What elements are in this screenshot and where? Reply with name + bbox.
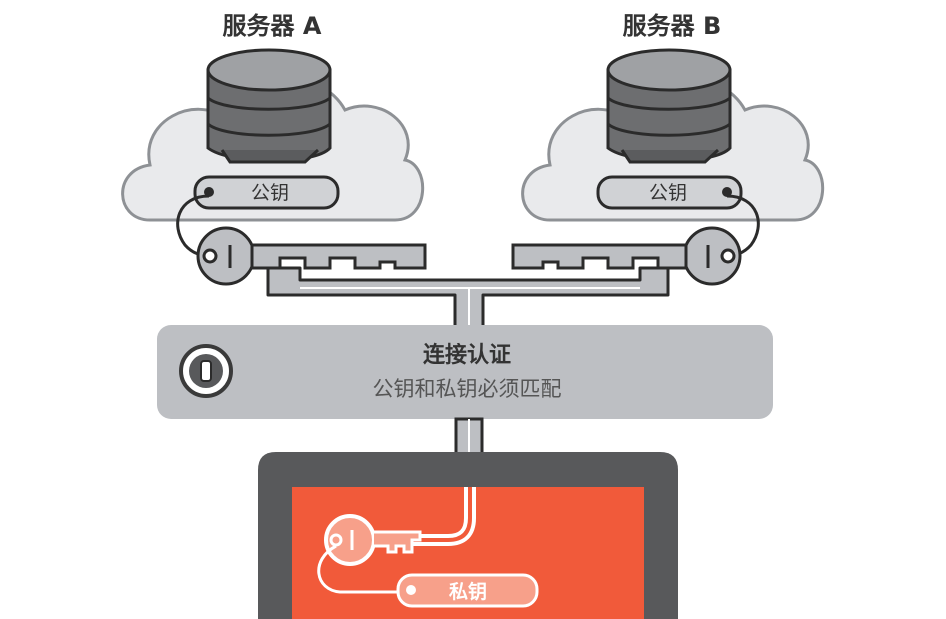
server-a-key-label: 公钥 [251, 182, 289, 204]
private-key-lanyard [317, 544, 398, 594]
private-key-tag: 私钥 [396, 573, 539, 608]
private-key-icon [324, 514, 422, 566]
server-b-public-key-tag: 公钥 [596, 175, 743, 210]
lock-icon [179, 344, 233, 398]
auth-panel: 连接认证 公钥和私钥必须匹配 [157, 325, 773, 419]
client-cable [454, 417, 484, 456]
server-b-title: 服务器 B [623, 12, 722, 40]
server-a-public-key-tag: 公钥 [193, 175, 340, 210]
server-b-key-icon [511, 226, 742, 286]
auth-subtitle: 公钥和私钥必须匹配 [373, 377, 562, 401]
server-a-key-icon [196, 226, 427, 286]
private-key-label: 私钥 [449, 580, 487, 603]
server-b-database-icon [606, 48, 732, 164]
server-a-title: 服务器 A [223, 12, 322, 40]
server-a: 服务器 A 公钥 [121, 12, 427, 286]
server-b-key-label: 公钥 [649, 182, 687, 204]
server-a-database-icon [206, 48, 332, 164]
key-connector [266, 266, 670, 332]
auth-title: 连接认证 [423, 342, 511, 368]
server-b: 服务器 B 公钥 [511, 12, 825, 286]
client-laptop: 私钥 [258, 452, 678, 619]
